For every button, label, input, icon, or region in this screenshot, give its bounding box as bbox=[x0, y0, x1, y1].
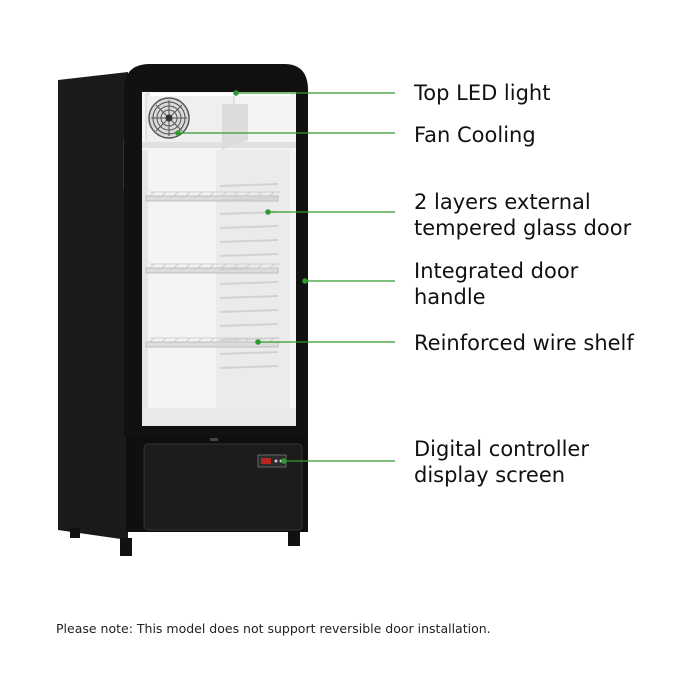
label-line: Reinforced wire shelf bbox=[414, 331, 634, 355]
rack-rung bbox=[219, 281, 279, 285]
rack-rung bbox=[219, 309, 279, 313]
front-right-foot bbox=[288, 530, 300, 546]
cabinet-side-panel bbox=[58, 72, 128, 540]
label-fan-cooling: Fan Cooling bbox=[414, 122, 536, 148]
rack-rung bbox=[219, 337, 279, 341]
label-line: Fan Cooling bbox=[414, 123, 536, 147]
label-line: display screen bbox=[414, 463, 566, 487]
led-diffuser bbox=[222, 104, 248, 150]
label-line: tempered glass door bbox=[414, 216, 632, 240]
label-line: handle bbox=[414, 285, 486, 309]
interior-back-wall bbox=[216, 150, 290, 410]
door-hinge-bottom bbox=[210, 438, 218, 441]
label-wire-shelf: Reinforced wire shelf bbox=[414, 330, 634, 356]
rear-foot bbox=[70, 528, 80, 538]
rack-rung bbox=[219, 183, 279, 187]
label-top-led-light: Top LED light bbox=[414, 80, 550, 106]
rear-wire-rack bbox=[219, 183, 279, 369]
interior-floor bbox=[142, 408, 296, 426]
rack-rung bbox=[219, 323, 279, 327]
callout-controller bbox=[281, 458, 395, 464]
label-line: 2 layers external bbox=[414, 190, 591, 214]
label-line: Top LED light bbox=[414, 81, 551, 105]
callout-glass-door bbox=[265, 209, 395, 215]
label-line: Integrated door bbox=[414, 259, 579, 283]
rack-rung bbox=[219, 351, 279, 355]
rack-rung bbox=[219, 197, 279, 201]
front-left-foot bbox=[120, 538, 132, 556]
label-line: Digital controller bbox=[414, 437, 589, 461]
cooling-fan-icon bbox=[148, 97, 190, 139]
rack-rung bbox=[219, 295, 279, 299]
callout-lines bbox=[175, 90, 395, 464]
callout-fan-cooling bbox=[175, 130, 395, 136]
wire-shelf bbox=[145, 263, 280, 274]
rack-rung bbox=[219, 365, 279, 369]
rack-rung bbox=[219, 239, 279, 243]
top-led-strip bbox=[150, 93, 290, 96]
callout-door-handle bbox=[302, 278, 395, 284]
callout-wire-shelf bbox=[255, 339, 395, 345]
rack-rung bbox=[219, 267, 279, 271]
installation-note: Please note: This model does not support… bbox=[56, 621, 491, 636]
rack-rung bbox=[219, 253, 279, 257]
top-compartment-ledge bbox=[142, 142, 296, 148]
wire-shelf bbox=[145, 191, 280, 202]
callout-top-led-light bbox=[233, 90, 395, 96]
interior-left-wall bbox=[142, 150, 148, 420]
rack-rung bbox=[219, 225, 279, 229]
